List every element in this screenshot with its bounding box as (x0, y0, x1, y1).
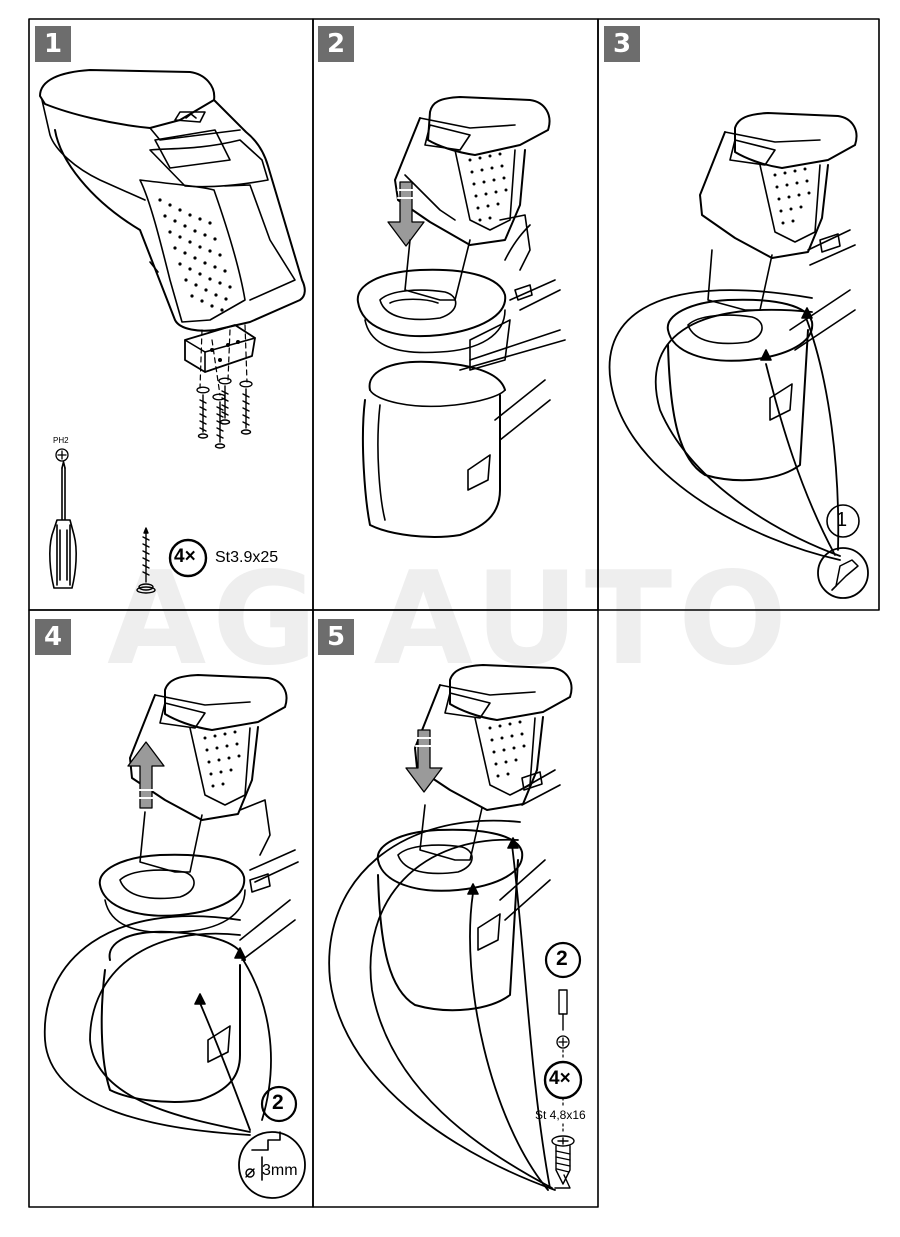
step4-vent-dots (203, 730, 241, 788)
step4-armrest-illustration (43, 674, 306, 1199)
step3-marker-circle (826, 504, 860, 538)
step4-up-arrow (127, 741, 165, 809)
step3-arrow-head (760, 349, 772, 361)
step3-marker-number: 1 (836, 509, 848, 531)
step-5-badge: 5 (318, 619, 354, 655)
step-4-badge: 4 (35, 619, 71, 655)
panel-5-frame (312, 609, 599, 1208)
panel-2-frame (312, 18, 599, 611)
step1-screw-count: 4× (174, 546, 196, 567)
step1-bit-label: PH2 (53, 436, 69, 445)
step5-screw-count: 4× (549, 1068, 571, 1089)
step1-screw-spec: St3.9x25 (215, 549, 279, 566)
step3-armrest-illustration (608, 112, 869, 599)
step2-armrest-illustration (356, 96, 566, 538)
step1-screw-icon (136, 527, 156, 594)
step5-screw-icon (551, 1135, 575, 1185)
step5-screwdriver-icon (558, 989, 568, 1031)
step1-screws (197, 385, 252, 449)
step5-vent-dots (488, 720, 526, 778)
knife-icon (835, 559, 859, 587)
step1-quantity-circle (168, 538, 208, 578)
drill-hole-icon (251, 1131, 281, 1151)
step5-ph-symbol (556, 1035, 570, 1049)
step5-armrest-illustration (328, 664, 583, 1191)
step1-ph2-symbol (55, 448, 69, 462)
step4-drill-size: 3mm (262, 1162, 298, 1179)
step3-tool-circle (817, 547, 869, 599)
step5-down-arrow (405, 729, 443, 793)
step3-vent-dots (773, 167, 811, 225)
step5-screw-spec: St 4,8x16 (535, 1108, 586, 1122)
step1-vent-dots (158, 198, 232, 312)
step-2-badge: 2 (318, 26, 354, 62)
panel-frames (28, 18, 880, 1208)
step5-marker-circle (544, 941, 582, 979)
step-3-badge: 3 (604, 26, 640, 62)
step2-down-arrow (387, 181, 425, 247)
step4-marker-circle (260, 1085, 298, 1123)
step4-marker-number: 2 (272, 1091, 284, 1114)
screwdriver-icon (49, 461, 77, 589)
step2-vent-dots (468, 152, 508, 222)
step-1-badge: 1 (35, 26, 71, 62)
step5-marker-number: 2 (556, 947, 568, 970)
panel-3-frame (597, 18, 880, 611)
panel-1-frame (28, 18, 314, 611)
step4-drill-circle (238, 1131, 306, 1199)
step1-armrest-illustration (39, 69, 306, 594)
